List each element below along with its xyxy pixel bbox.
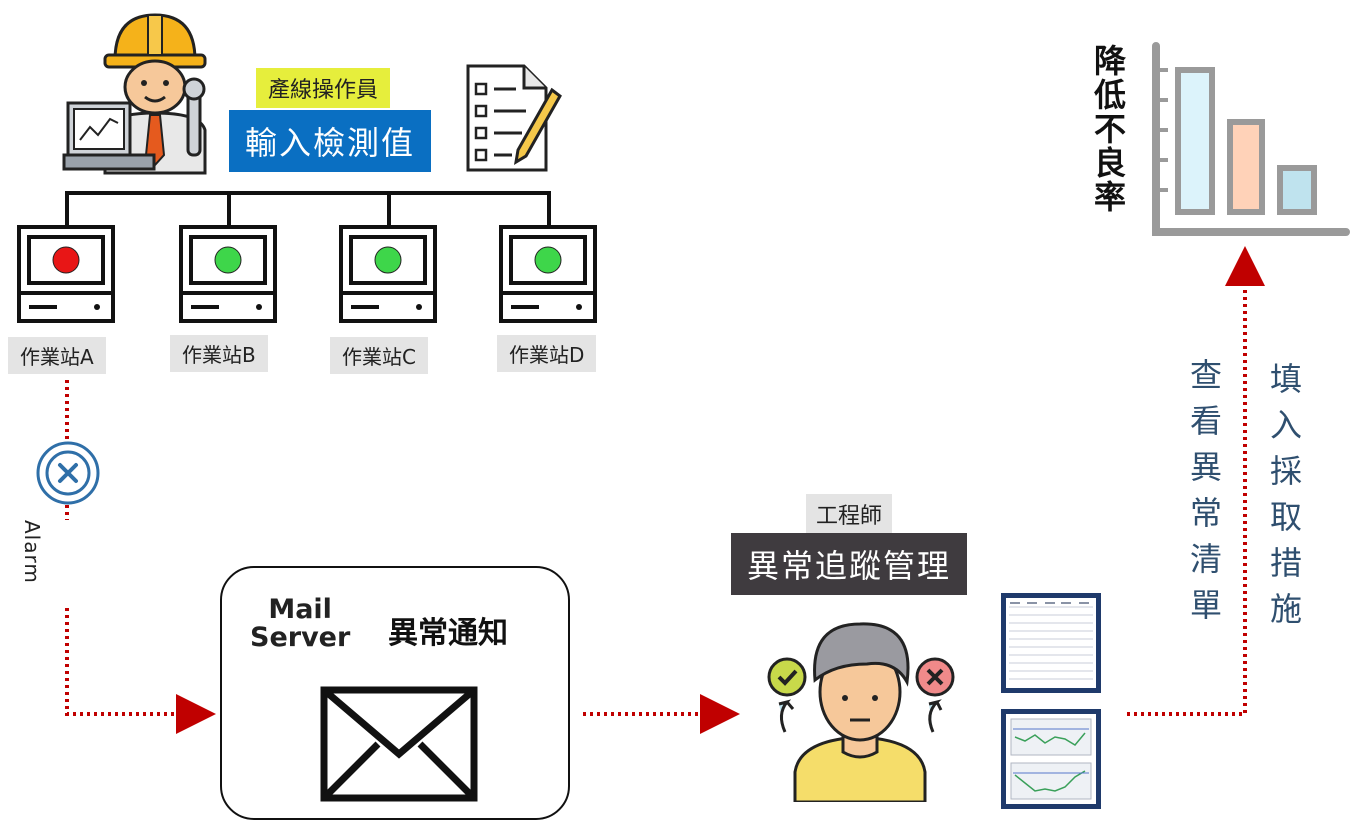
alarm-x-icon — [36, 441, 100, 505]
alarm-label: Alarm — [20, 520, 44, 584]
mail-notice-label: 異常通知 — [388, 616, 508, 651]
station-c — [339, 225, 437, 323]
mail-server-label: Mail Server — [250, 594, 351, 653]
station-a — [17, 225, 115, 323]
terminal-icon — [179, 225, 277, 323]
station-a-label: 作業站A — [8, 337, 106, 374]
checklist-icon — [466, 64, 562, 172]
operator-role-badge: 產線操作員 — [256, 68, 391, 108]
reduce-defect-label: 降低不良率 — [1089, 44, 1127, 214]
operator-action-badge: 輸入檢測值 — [229, 110, 432, 172]
engineer-role-badge: 工程師 — [806, 494, 893, 534]
status-light — [52, 246, 80, 274]
operator-illustration — [62, 13, 207, 175]
terminal-icon — [17, 225, 115, 323]
engineer-illustration — [767, 622, 955, 802]
station-c-label: 作業站C — [330, 337, 428, 374]
station-d-label: 作業站D — [497, 335, 597, 372]
view-abnormal-list-label: 查看異常清單 — [1189, 356, 1222, 624]
trend-chart-thumbnail — [1001, 709, 1101, 809]
status-light — [374, 246, 402, 274]
mail-server-box: Mail Server 異常通知 — [220, 566, 570, 820]
station-b-label: 作業站B — [170, 335, 268, 372]
envelope-icon — [320, 686, 478, 802]
abnormal-list-thumbnail — [1001, 593, 1101, 693]
fill-measures-label: 填入採取措施 — [1269, 360, 1302, 628]
terminal-icon — [339, 225, 437, 323]
station-d — [499, 225, 597, 323]
station-b — [179, 225, 277, 323]
terminal-icon — [499, 225, 597, 323]
engineer-action-badge: 異常追蹤管理 — [731, 533, 968, 595]
bar-chart-icon — [1152, 42, 1350, 236]
status-light — [214, 246, 242, 274]
status-light — [534, 246, 562, 274]
